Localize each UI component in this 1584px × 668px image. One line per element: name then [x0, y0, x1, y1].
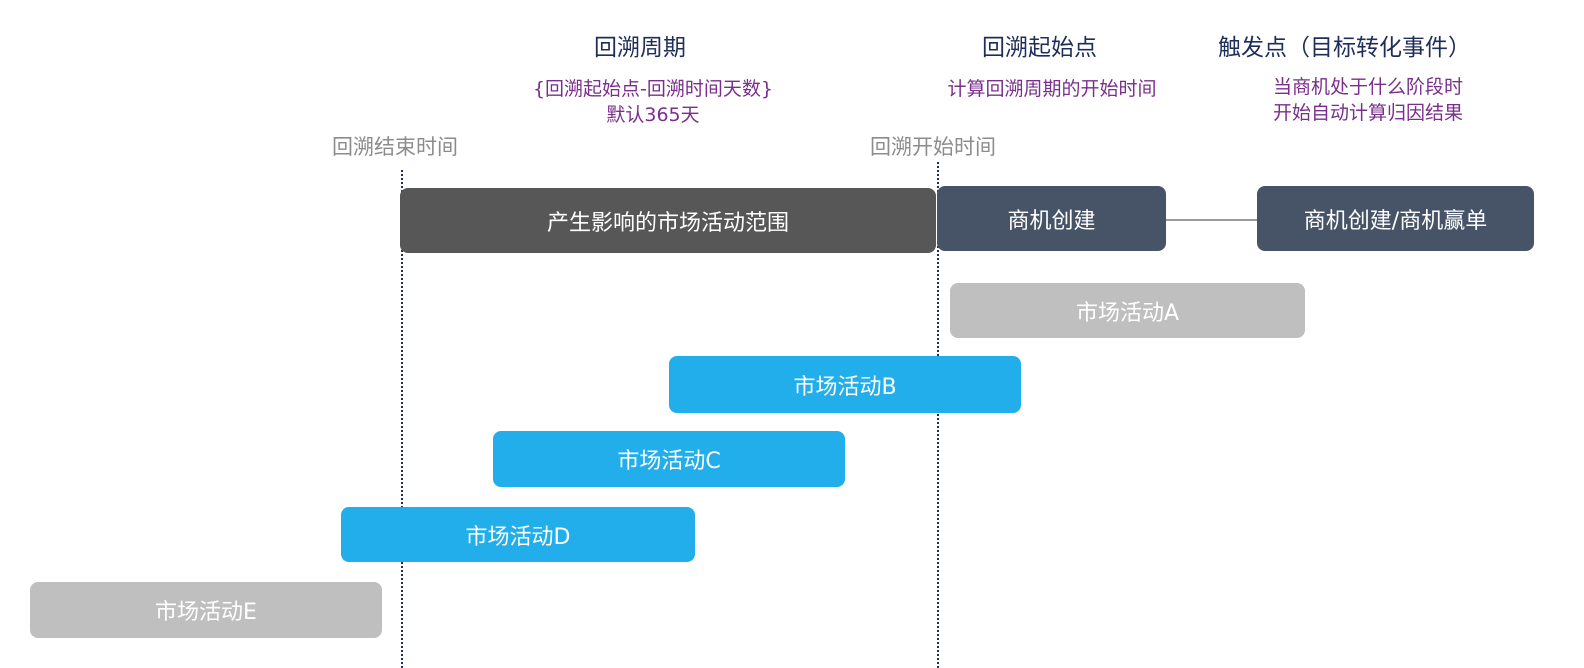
opportunity-created-block: 商机创建 [937, 186, 1166, 251]
lookback-period-desc-line-1: {回溯起始点-回溯时间天数} [532, 78, 774, 100]
trigger-point-title: 触发点（目标转化事件） [1218, 35, 1471, 61]
trigger-connector-line [1166, 219, 1257, 221]
trigger-point-desc-line-1: 当商机处于什么阶段时 [1272, 76, 1463, 98]
lookback-end-time-line [401, 170, 403, 668]
lookback-start-point-desc: 计算回溯周期的开始时间 [930, 76, 1174, 102]
lookback-start-point-desc-line-1: 计算回溯周期的开始时间 [947, 78, 1157, 100]
opportunity-created-or-won-block: 商机创建/商机赢单 [1257, 186, 1534, 251]
lookback-start-time-line [937, 162, 939, 668]
activity-c-block: 市场活动C [493, 431, 845, 487]
lookback-end-time-label: 回溯结束时间 [332, 135, 458, 159]
lookback-period-desc: {回溯起始点-回溯时间天数} 默认365天 [520, 76, 786, 128]
activity-b-block: 市场活动B [669, 356, 1021, 413]
lookback-period-desc-line-2: 默认365天 [606, 104, 700, 126]
lookback-start-point-title: 回溯起始点 [982, 35, 1097, 61]
activity-d-block: 市场活动D [341, 507, 695, 562]
trigger-point-desc: 当商机处于什么阶段时 开始自动计算归因结果 [1256, 74, 1480, 126]
influence-range-block: 产生影响的市场活动范围 [400, 188, 936, 253]
activity-a-block: 市场活动A [950, 283, 1305, 338]
trigger-point-desc-line-2: 开始自动计算归因结果 [1272, 102, 1463, 124]
lookback-period-title: 回溯周期 [594, 35, 686, 61]
activity-e-block: 市场活动E [30, 582, 382, 638]
lookback-start-time-label: 回溯开始时间 [870, 135, 996, 159]
